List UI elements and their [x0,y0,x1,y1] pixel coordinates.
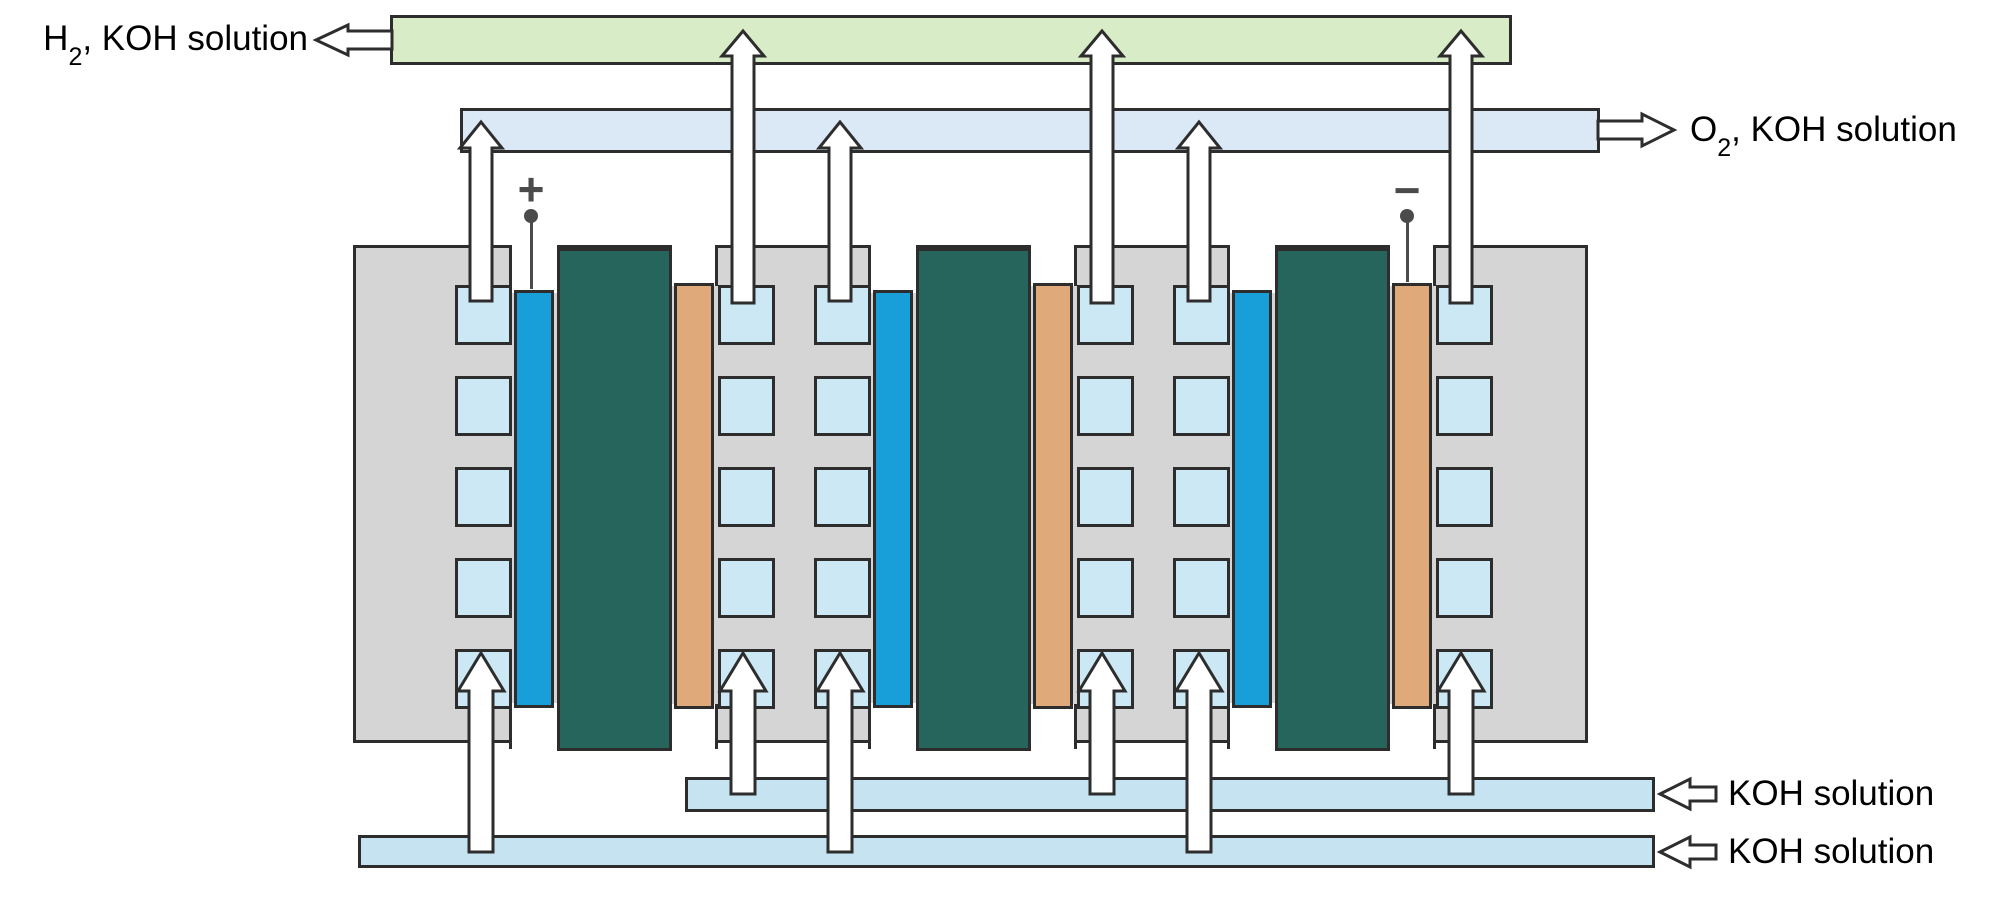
bipolar-plate [557,248,672,751]
koh-supply-bar-upper [685,777,1655,812]
frame-slot-bottom [509,703,560,749]
h2-outlet-arrow [312,22,394,58]
koh-inlet-arrow-lower [1656,834,1718,870]
frame-slot-bottom [868,703,919,749]
cathode-plate [1033,283,1073,709]
channel-cell [1077,467,1134,527]
koh-input-label-upper: KOH solution [1728,774,1935,813]
channel-cell [1436,467,1493,527]
o2-collector-bar [460,108,1600,153]
koh-supply-bar-lower [358,835,1655,868]
cathode-plate [1392,283,1432,709]
channel-cell [1436,376,1493,436]
frame-slot-top [509,245,560,293]
channel-cell [1077,285,1134,345]
channel-cell [1173,376,1230,436]
channel-cell [1173,285,1230,345]
negative-terminal-wire [1406,221,1409,282]
channel-cell [814,285,871,345]
channel-cell [1173,467,1230,527]
channel-cell [718,649,775,709]
channel-cell [1436,558,1493,618]
frame-slot-bottom [1227,703,1278,749]
negative-terminal: − [1393,164,1421,216]
channel-cell [455,467,512,527]
anode-plate [873,290,913,708]
o2-outlet-arrow [1596,111,1678,149]
channel-cell [1173,558,1230,618]
bipolar-plate [916,248,1031,751]
channel-cell [814,649,871,709]
frame-slot-bottom [1028,704,1077,749]
anode-plate [1232,290,1272,708]
stack-frame [353,245,1588,751]
cathode-plate [674,283,714,709]
frame-slot-top [1028,245,1077,286]
frame-slot-top [1387,245,1436,286]
channel-cell [814,558,871,618]
frame-slot-bottom [1387,704,1436,749]
electrolyte-channel-column [1436,285,1493,709]
electrolyte-channel-column [1077,285,1134,709]
anode-plate [514,290,554,708]
koh-inlet-arrow-upper [1656,776,1718,812]
o2-output-label: O2, KOH solution [1690,110,1957,162]
channel-cell [718,558,775,618]
channel-cell [1436,649,1493,709]
channel-cell [718,376,775,436]
channel-cell [455,376,512,436]
h2-collector-bar [390,15,1512,65]
channel-cell [455,285,512,345]
channel-cell [814,376,871,436]
bipolar-plate [1275,248,1390,751]
positive-terminal-wire [530,221,533,289]
channel-cell [1173,649,1230,709]
koh-input-label-lower: KOH solution [1728,832,1935,871]
frame-slot-bottom [669,704,718,749]
channel-cell [718,467,775,527]
electrolyte-channel-column [1173,285,1230,709]
channel-cell [1436,285,1493,345]
electrolyte-channel-column [814,285,871,709]
channel-cell [718,285,775,345]
electrolyte-channel-column [455,285,512,709]
positive-terminal: + [517,163,545,215]
frame-slot-top [669,245,718,286]
channel-cell [455,649,512,709]
positive-terminal-dot [524,209,538,223]
channel-cell [1077,558,1134,618]
channel-cell [814,467,871,527]
channel-cell [1077,649,1134,709]
frame-slot-top [1227,245,1278,293]
channel-cell [455,558,512,618]
electrolyte-channel-column [718,285,775,709]
channel-cell [1077,376,1134,436]
h2-output-label: H2, KOH solution [43,19,308,71]
negative-terminal-dot [1400,209,1414,223]
frame-slot-top [868,245,919,293]
